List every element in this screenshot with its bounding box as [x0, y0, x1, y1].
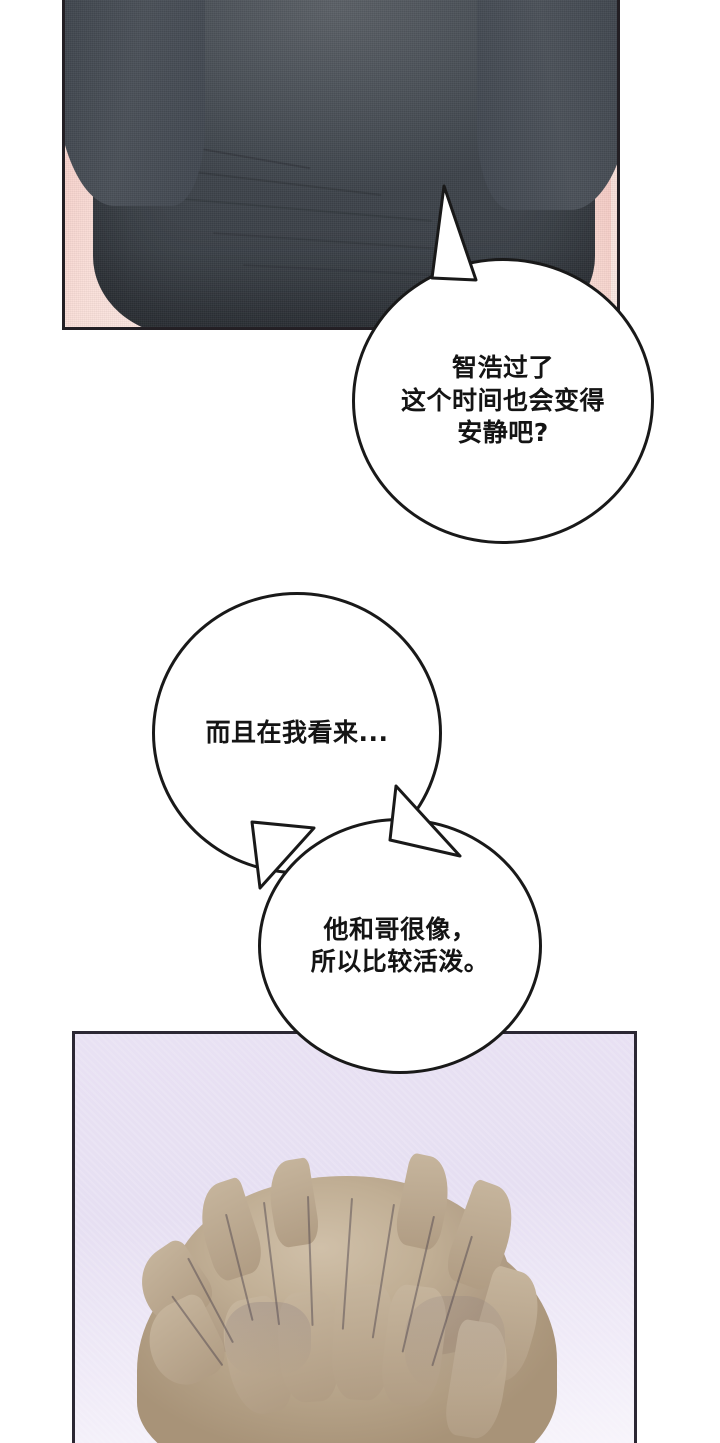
- panel-bottom: [72, 1031, 637, 1443]
- shirt-fold: [212, 232, 443, 251]
- speech-bubble-2-text: 而且在我看来...: [205, 717, 389, 747]
- hair-shadow: [405, 1296, 505, 1392]
- character-sleeve-left: [65, 0, 205, 206]
- bubble-1-tail: [430, 182, 500, 292]
- shirt-fold: [182, 198, 433, 222]
- hair-shadow: [225, 1302, 311, 1376]
- shirt-fold: [242, 264, 433, 276]
- speech-bubble-3: 他和哥很像， 所以比较活泼。: [258, 818, 542, 1074]
- character-sleeve-right: [477, 0, 617, 210]
- speech-bubble-3-text: 他和哥很像， 所以比较活泼。: [310, 914, 490, 977]
- bubble-3-tail: [244, 818, 322, 902]
- bubble-2-tail: [386, 778, 466, 868]
- speech-bubble-1-text: 智浩过了 这个时间也会变得 安静吧?: [400, 353, 605, 448]
- speech-bubble-1: 智浩过了 这个时间也会变得 安静吧?: [352, 258, 654, 544]
